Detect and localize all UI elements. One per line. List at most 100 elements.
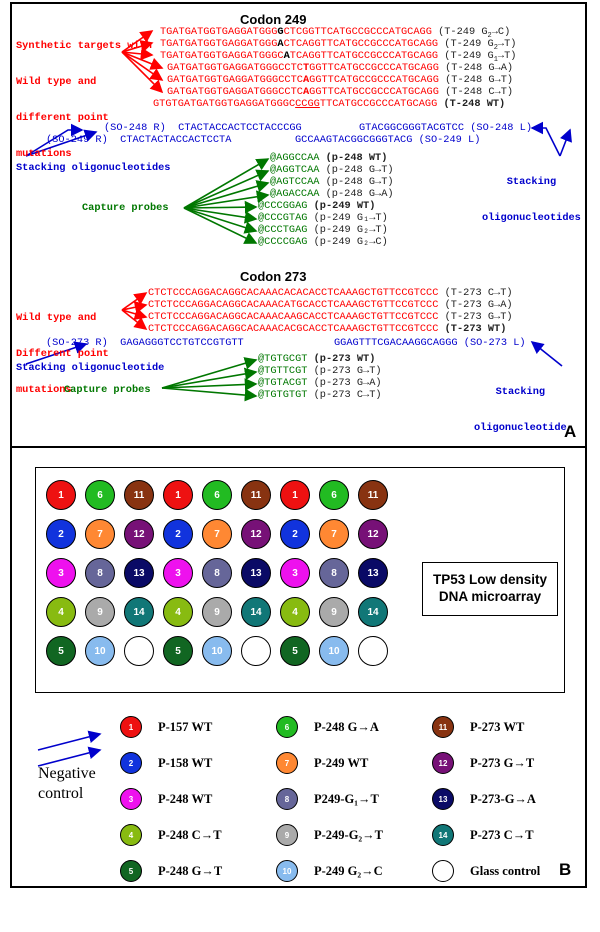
sequence-part: GTGTGATGATGGTGAGGATGGGC: [153, 98, 296, 110]
legend-label: P249-G₁→T: [314, 792, 379, 806]
target-subscript: 2: [487, 32, 492, 41]
stacking-oligo-so-248-l: GTACGGCGGGTACGTCC (SO-248 L): [359, 122, 533, 134]
microarray-spot: 1: [46, 480, 76, 510]
sequence-part: CTCTCCCAGGACAGGCACAAACACGCACCTCAAAGCTGTT…: [148, 323, 445, 335]
microarray-spot: 11: [241, 480, 271, 510]
probe-name: (p-273 G→A): [313, 377, 382, 389]
microarray-spot: 14: [124, 597, 154, 627]
microarray-spot: 10: [85, 636, 115, 666]
probe-sequence: @CCCGGAG: [258, 200, 314, 212]
target-subscript: 1: [493, 56, 498, 65]
codon-249-label-line: different point: [16, 112, 109, 124]
microarray-spot: 9: [319, 597, 349, 627]
microarray-spot: 7: [85, 519, 115, 549]
legend-spot: 5: [120, 860, 142, 882]
stacking-label-left-249: Stacking oligonucleotides: [16, 162, 171, 174]
microarray-spot: 2: [163, 519, 193, 549]
legend-spot: 3: [120, 788, 142, 810]
microarray-spot: 8: [202, 558, 232, 588]
codon-273-label-line: Different point: [16, 348, 109, 360]
stacking-label-line: oligonucleotide: [474, 422, 567, 434]
target-name: →T): [494, 74, 514, 86]
legend-label: P-248 C→T: [158, 828, 222, 842]
target-name: →T): [494, 86, 514, 98]
capture-probe: @TGTTCGT (p-273 G→T): [258, 365, 382, 377]
legend-label: P-273-G→A: [470, 792, 536, 806]
microarray-spot: 8: [85, 558, 115, 588]
legend-label: P-248 G→T: [158, 864, 223, 878]
target-sequence: TGATGATGGTGAGGATGGGGCTCGGTTCATGCCGCCCATG…: [160, 26, 510, 42]
sequence-part: TGATGATGGTGAGGATGGGC: [160, 50, 284, 62]
target-subscript: 2: [493, 44, 498, 53]
sequence-part: GGTTCATGCCGCCCATGCAGG: [309, 86, 446, 98]
probe-sequence: @AGTCCAA: [270, 176, 326, 188]
negative-control-label: Negative control: [38, 764, 96, 804]
microarray-spot: 11: [124, 480, 154, 510]
microarray-spot: 1: [280, 480, 310, 510]
sequence-part: CTCTCCCAGGACAGGCACAAACATGCACCTCAAAGCTGTT…: [148, 299, 445, 311]
target-name: →A): [494, 62, 514, 74]
probe-sequence: @AGACCAA: [270, 188, 326, 200]
sequence-part: GGTTCATGCCGCCCATGCAGG: [309, 62, 446, 74]
microarray-spot: 12: [358, 519, 388, 549]
legend-spot: [432, 860, 454, 882]
probe-sequence: @TGTGCGT: [258, 353, 314, 365]
codon-273-label-line: mutations: [16, 384, 72, 396]
microarray-spot: 1: [163, 480, 193, 510]
legend-spot: 9: [276, 824, 298, 846]
panel-a: Codon 249 Synthetic targets with Wild ty…: [10, 2, 587, 448]
target-name: (T-273 WT): [444, 323, 507, 335]
microarray-title-line: TP53 Low density: [432, 572, 548, 587]
mutation-base: G: [277, 26, 284, 38]
microarray-spot: 7: [202, 519, 232, 549]
sequence-part: GATGATGGTGAGGATGGGCCTC: [167, 62, 303, 74]
microarray-spot: 6: [85, 480, 115, 510]
microarray-spot: 4: [163, 597, 193, 627]
microarray-spot: 14: [241, 597, 271, 627]
legend-spot: 10: [276, 860, 298, 882]
target-sequence: GATGATGGTGAGGATGGGCCTCAGGTTCATGCCGCCCATG…: [167, 86, 513, 98]
target-name: (T-273 G→T): [444, 311, 513, 323]
capture-probe: @TGTGCGT (p-273 WT): [258, 353, 375, 365]
capture-probe: @TGTGTGT (p-273 C→T): [258, 389, 382, 401]
microarray-spot: 4: [280, 597, 310, 627]
capture-probe: @AGGTCAA (p-248 G→T): [270, 164, 394, 176]
codon-249-label-line: Wild type and: [16, 76, 97, 88]
microarray-spot: 10: [319, 636, 349, 666]
stacking-label-right-249: Stacking oligonucleotides: [482, 152, 581, 248]
probe-name: (p-248 WT): [325, 152, 388, 164]
microarray-spot: 3: [280, 558, 310, 588]
legend-label: P-249 WT: [314, 756, 369, 770]
sequence-part: GATGATGGTGAGGATGGGCCTC: [167, 86, 303, 98]
legend-label: P-273 C→T: [470, 828, 534, 842]
microarray-spot: [241, 636, 271, 666]
probe-sequence: @TGTTCGT: [258, 365, 314, 377]
mutation-base: A: [302, 86, 310, 98]
sequence-part: CTCTCCCAGGACAGGCACAAACAAGCACCTCAAAGCTGTT…: [148, 311, 445, 323]
sequence-part: TGATGATGGTGAGGATGGG: [160, 38, 278, 50]
capture-probe: @AGACCAA (p-248 G→A): [270, 188, 394, 200]
capture-probes-label-249: Capture probes: [82, 202, 169, 214]
target-name: (T-248 WT): [443, 98, 506, 110]
stacking-label-left-273: Stacking oligonucleotide: [16, 362, 165, 374]
sequence-part: GATGATGGTGAGGATGGGCCTC: [167, 74, 303, 86]
stacking-oligo-so-273-l: GGAGTTTCGACAAGGCAGGG (SO-273 L): [334, 337, 526, 349]
target-name: (T-273 C→T): [444, 287, 513, 299]
legend-label: P-249 G₂→C: [314, 864, 383, 878]
stacking-label-line: oligonucleotides: [482, 212, 581, 224]
codon-273-label-line: Wild type and: [16, 312, 97, 324]
microarray-spot: 13: [358, 558, 388, 588]
mutation-base: A: [283, 50, 290, 62]
microarray-title: TP53 Low density DNA microarray: [422, 562, 558, 616]
legend-spot: 6: [276, 716, 298, 738]
target-name: (T-273 G→A): [444, 299, 513, 311]
microarray-spot: 11: [358, 480, 388, 510]
microarray-spot: 3: [163, 558, 193, 588]
capture-probe: @CCCGGAG (p-249 WT): [258, 200, 375, 212]
target-name: →C): [491, 26, 511, 38]
probe-sequence: @CCCGTAG: [258, 212, 314, 224]
legend-spot: 8: [276, 788, 298, 810]
sequence-part: GGTTCATGCCGCCCATGCAGG: [309, 74, 446, 86]
